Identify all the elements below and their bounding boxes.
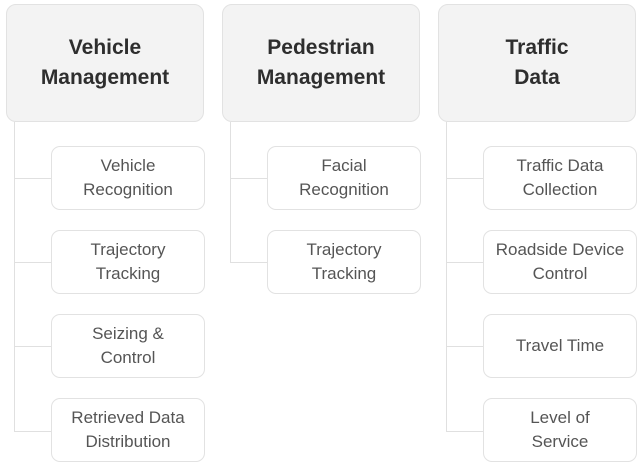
item-line: Control — [532, 264, 588, 283]
header-line: Vehicle — [68, 36, 142, 59]
item-line: Recognition — [83, 180, 173, 199]
tree-branch — [446, 346, 484, 347]
item-line: Collection — [522, 180, 598, 199]
tree-branch — [14, 431, 52, 432]
column-header: Pedestrian Management — [222, 4, 420, 122]
item-line: Roadside Device — [495, 240, 625, 259]
item-line: Trajectory — [90, 240, 166, 259]
item-travel-time: Travel Time — [483, 314, 637, 378]
item-line: Retrieved Data — [71, 408, 185, 427]
tree-branch — [14, 262, 52, 263]
item-line: Service — [531, 432, 589, 451]
header-line: Traffic — [505, 36, 569, 59]
header-line: Pedestrian — [267, 36, 375, 59]
tree-branch — [446, 178, 484, 179]
header-line: Data — [514, 66, 560, 89]
item-line: Facial — [321, 156, 367, 175]
item-line: Recognition — [299, 180, 389, 199]
tree-branch — [446, 262, 484, 263]
item-line: Control — [100, 348, 156, 367]
tree-branch — [230, 178, 268, 179]
header-line: Management — [256, 66, 386, 89]
column-header: Traffic Data — [438, 4, 636, 122]
item-line: Tracking — [311, 264, 377, 283]
item-line: Seizing & — [92, 324, 164, 343]
tree-branch — [14, 346, 52, 347]
item-level-of-service: Level of Service — [483, 398, 637, 462]
tree-connector — [230, 122, 231, 262]
tree-branch — [14, 178, 52, 179]
column-header: Vehicle Management — [6, 4, 204, 122]
item-line: Trajectory — [306, 240, 382, 259]
header-line: Management — [40, 66, 170, 89]
tree-connector — [14, 122, 15, 432]
item-line: Vehicle — [100, 156, 156, 175]
tree-branch — [230, 262, 268, 263]
tree-branch — [446, 431, 484, 432]
item-line: Travel Time — [515, 336, 605, 355]
item-line: Distribution — [85, 432, 171, 451]
item-seizing-control: Seizing & Control — [51, 314, 205, 378]
item-line: Level of — [530, 408, 590, 427]
tree-connector — [446, 122, 447, 432]
item-line: Tracking — [95, 264, 161, 283]
item-line: Traffic Data — [516, 156, 604, 175]
